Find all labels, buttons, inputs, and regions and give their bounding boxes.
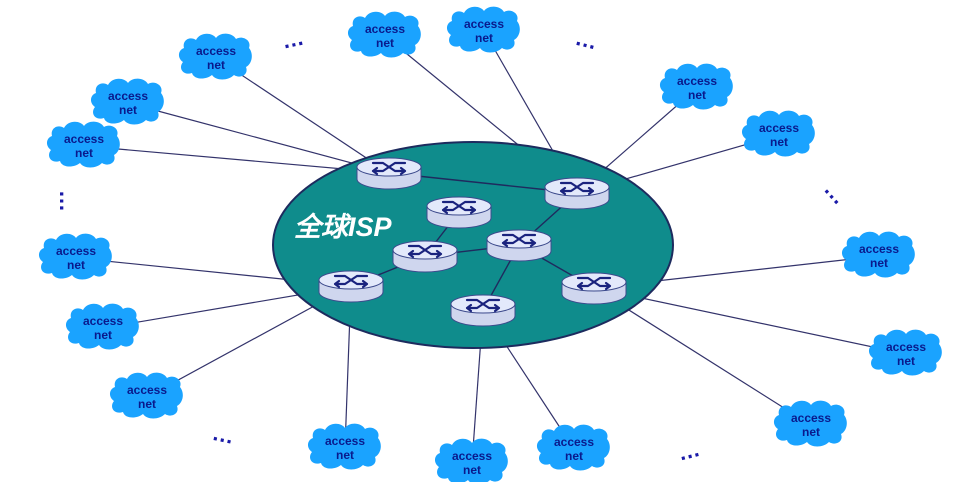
access-net-label-bottom: net [463, 463, 481, 477]
ellipsis-right: … [819, 176, 852, 209]
ellipsis-left: … [55, 190, 80, 212]
access-net-label-bottom: net [688, 88, 706, 102]
access-net-label-top: access [464, 17, 504, 31]
cloud-icon [659, 63, 733, 110]
cloud-icon [841, 231, 915, 278]
access-networks: accessnetaccessnetaccessnetaccessnetacce… [38, 6, 942, 482]
access-net-label-top: access [452, 449, 492, 463]
access-net-label-bottom: net [75, 146, 93, 160]
access-net-label-top: access [859, 242, 899, 256]
access-net-label-top: access [791, 411, 831, 425]
cloud-icon [347, 11, 421, 58]
cloud-icon [741, 110, 815, 157]
ellipsis-top-right: … [573, 25, 600, 55]
router-icon [356, 157, 422, 190]
access-link [593, 287, 907, 355]
access-net-label-top: access [365, 22, 405, 36]
cloud-icon [868, 329, 942, 376]
cloud-icon [109, 372, 183, 419]
cloud-icon [46, 121, 120, 168]
access-net-label-bottom: net [475, 31, 493, 45]
router-icon [318, 270, 384, 303]
router-icon [426, 196, 492, 229]
cloud-icon [178, 33, 252, 80]
router-icon [544, 177, 610, 210]
access-net-label-top: access [886, 340, 926, 354]
access-net-label-top: access [196, 44, 236, 58]
cloud-icon [307, 423, 381, 470]
cloud-icon [38, 233, 112, 280]
cloud-icon [446, 6, 520, 53]
cloud-icon [90, 78, 164, 125]
access-net-label-top: access [325, 434, 365, 448]
access-net-label-bottom: net [870, 256, 888, 270]
access-link [215, 57, 390, 174]
access-net-label-bottom: net [67, 258, 85, 272]
access-net-label-top: access [83, 314, 123, 328]
access-net-label-bottom: net [376, 36, 394, 50]
router-icon [486, 229, 552, 262]
access-link [593, 287, 812, 426]
access-net-label-top: access [64, 132, 104, 146]
access-net-label-top: access [127, 383, 167, 397]
access-net-label-bottom: net [207, 58, 225, 72]
access-net-label-bottom: net [119, 103, 137, 117]
access-net-label-bottom: net [897, 354, 915, 368]
access-net-label-top: access [677, 74, 717, 88]
access-net-label-bottom: net [94, 328, 112, 342]
cloud-icon [773, 400, 847, 447]
ellipsis-markers: … … … … … … [55, 25, 853, 466]
access-link [127, 102, 390, 174]
ellipsis-bottom-right: … [675, 436, 702, 466]
router-icon [450, 294, 516, 327]
access-net-label-bottom: net [138, 397, 156, 411]
access-net-label-top: access [759, 121, 799, 135]
ellipsis-bottom-left: … [210, 420, 237, 449]
access-net-label-top: access [554, 435, 594, 449]
access-net-label-bottom: net [336, 448, 354, 462]
cloud-icon [536, 424, 610, 471]
access-net-label-bottom: net [770, 135, 788, 149]
router-icon [561, 272, 627, 305]
global-isp-label: 全球ISP [294, 212, 393, 242]
access-net-label-bottom: net [802, 425, 820, 439]
access-net-label-top: access [56, 244, 96, 258]
cloud-icon [435, 438, 508, 482]
routers [318, 157, 627, 327]
access-net-label-top: access [108, 89, 148, 103]
router-icon [392, 240, 458, 273]
ellipsis-top-left: … [279, 25, 306, 54]
access-net-label-bottom: net [565, 449, 583, 463]
cloud-icon [65, 303, 139, 350]
